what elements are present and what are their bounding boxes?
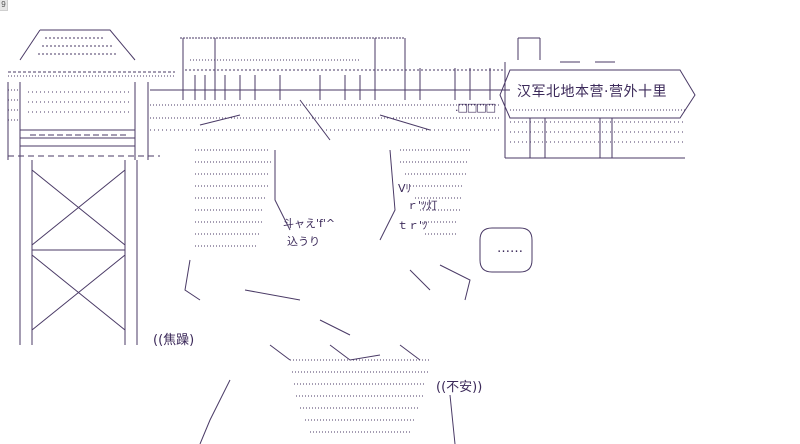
- right-tower: [504, 37, 685, 159]
- speech-bubble-text: ……: [497, 241, 523, 256]
- window-corner-number: 9: [0, 0, 8, 11]
- watchtower-frame: [7, 82, 160, 160]
- character-outline: [184, 99, 471, 444]
- speech-bubble-outline: [479, 227, 533, 273]
- eye-text-right-3: Vﾘ: [398, 182, 412, 195]
- small-boxes: .□□□□: [455, 101, 496, 114]
- anxiety-caption: ((不安)): [436, 380, 483, 395]
- watchtower-roof: [8, 29, 175, 77]
- eye-text-right-1: ｒ'ﾂ灯: [407, 199, 438, 212]
- watchtower-lattice: [19, 160, 138, 345]
- eye-text-left-2: 込うり: [287, 235, 320, 248]
- character-figure: [195, 149, 470, 433]
- location-sign: 汉军北地本营·营外十里: [517, 84, 667, 100]
- eye-text-left-1: 斗ャえ'f'^: [283, 217, 336, 230]
- gate-building: [150, 37, 510, 131]
- sign-board: [499, 69, 696, 119]
- eye-text-right-2: ｔｒ'ﾂ: [397, 219, 428, 232]
- impatience-caption: ((焦躁): [153, 333, 195, 348]
